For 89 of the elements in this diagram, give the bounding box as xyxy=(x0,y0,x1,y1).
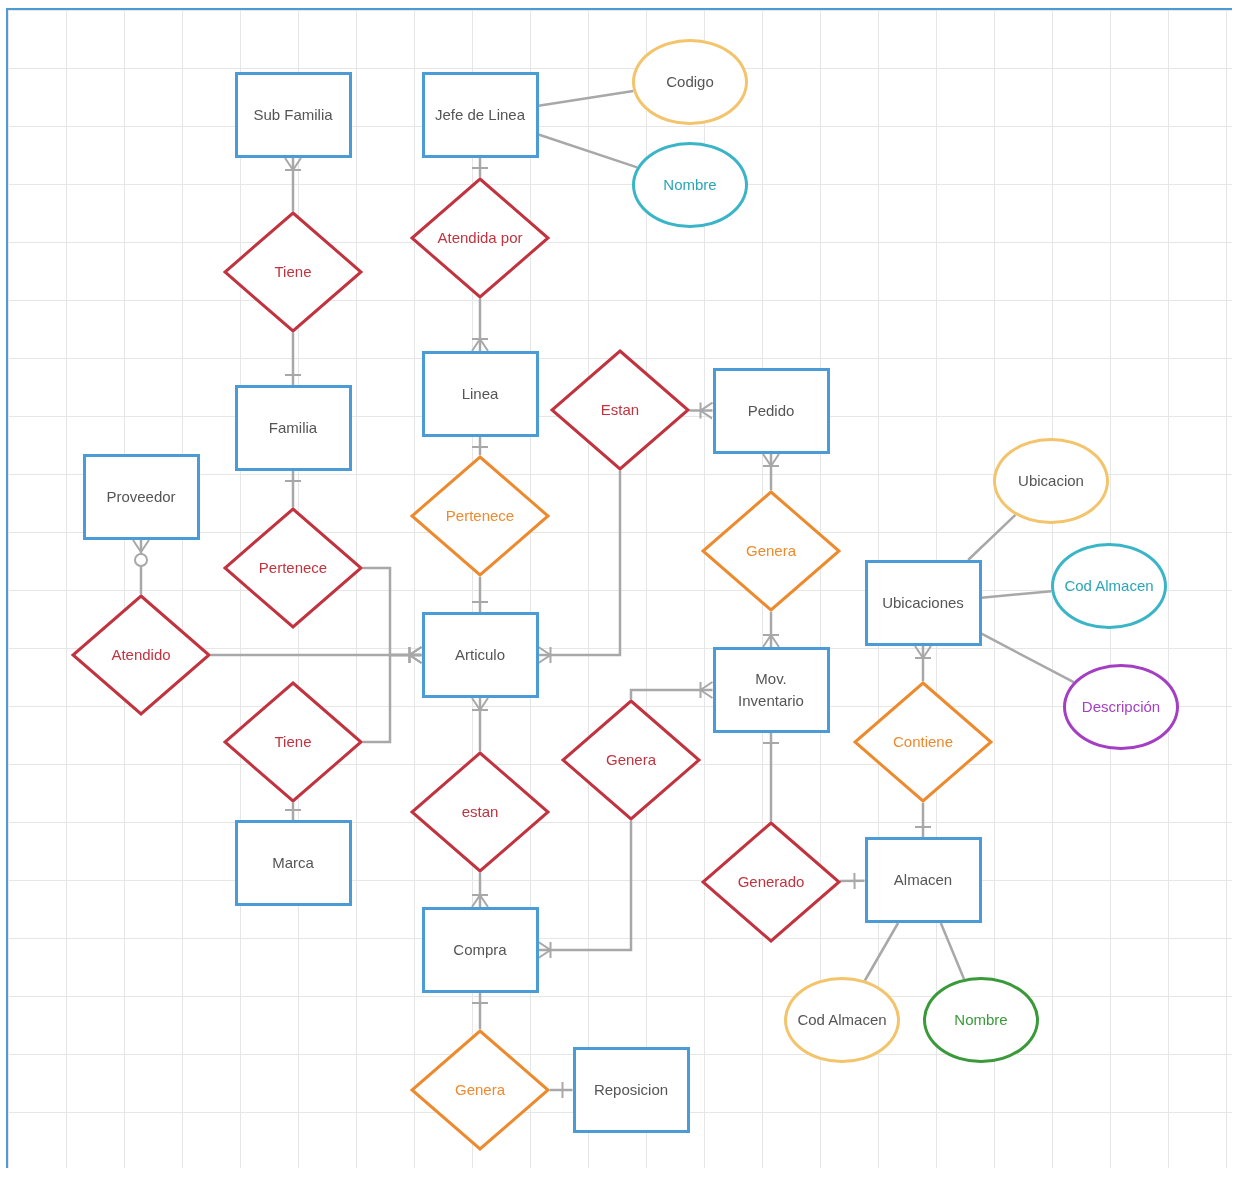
entity-label: Proveedor xyxy=(106,487,176,507)
connector-line xyxy=(284,471,302,507)
connector-line xyxy=(471,697,489,751)
connector-line xyxy=(471,577,489,612)
relationship-diamond xyxy=(71,594,211,716)
connector-line xyxy=(550,1081,573,1099)
connector-line xyxy=(132,539,150,594)
relationship-label: Atendido xyxy=(111,645,171,665)
relationship-label: Generado xyxy=(737,872,805,892)
entity-label: Reposicion xyxy=(593,1080,669,1100)
relationship-label: Contiene xyxy=(892,732,953,752)
entity-label: Familia xyxy=(268,418,318,438)
relationship-label: Pertenece xyxy=(445,506,515,526)
entity-label: Ubicaciones xyxy=(882,593,964,613)
relationship-label: Genera xyxy=(605,750,656,770)
connector-line xyxy=(967,514,1017,561)
attribute-label: Cod Almacen xyxy=(1064,576,1154,596)
connector-line xyxy=(471,299,489,352)
relationship-label: Genera xyxy=(454,1080,505,1100)
connector-line xyxy=(538,89,634,108)
relationship-diamond xyxy=(223,507,363,629)
connector-line xyxy=(762,453,780,490)
connector-line xyxy=(762,733,780,821)
connector-line xyxy=(471,873,489,908)
entity-box xyxy=(712,368,830,454)
relationship-label: Tiene xyxy=(274,732,312,752)
connector-line xyxy=(284,333,302,385)
entity-box xyxy=(234,820,352,906)
attribute-label: Cod Almacen xyxy=(797,1010,887,1030)
entity-label: Mov. Inventario xyxy=(737,669,805,711)
relationship-label: Atendida por xyxy=(437,228,523,248)
entity-box xyxy=(421,72,539,158)
relationship-label: Genera xyxy=(745,541,796,561)
entity-box xyxy=(421,612,539,698)
connector-line xyxy=(840,871,865,890)
attribute-label: Nombre xyxy=(663,175,717,195)
entity-box xyxy=(421,351,539,437)
entity-box xyxy=(234,385,352,471)
connector-line xyxy=(537,471,622,664)
connector-line xyxy=(538,133,638,169)
relationship-diamond xyxy=(853,681,993,803)
connector-line xyxy=(914,803,932,837)
attribute-label: Nombre xyxy=(954,1010,1008,1030)
relationship-label: Pertenece xyxy=(258,558,328,578)
entity-label: Linea xyxy=(461,384,499,404)
entity-label: Articulo xyxy=(455,645,505,665)
relationship-diamond xyxy=(410,455,550,577)
entity-box xyxy=(864,837,982,923)
connector-line xyxy=(762,612,780,648)
connector-line xyxy=(537,821,633,959)
entity-label: Almacen xyxy=(893,870,953,890)
connector-line xyxy=(939,922,966,980)
attribute-label: Ubicacion xyxy=(1018,471,1084,491)
connector-line xyxy=(471,993,489,1029)
relationship-diamond xyxy=(701,490,841,612)
relationship-label: Tiene xyxy=(274,262,312,282)
connector-line xyxy=(284,803,302,820)
relationship-diamond xyxy=(223,211,363,333)
relationship-diamond xyxy=(550,349,690,471)
connector-line xyxy=(471,437,489,455)
attribute-ellipse xyxy=(993,438,1109,524)
entity-box xyxy=(421,907,539,993)
entity-label: Marca xyxy=(272,853,314,873)
entity-box xyxy=(82,454,200,540)
entity-box xyxy=(864,560,982,646)
connector-line xyxy=(471,158,489,177)
connector-line xyxy=(363,646,423,744)
connector-line xyxy=(284,157,302,211)
attribute-label: Codigo xyxy=(666,72,714,92)
relationship-label: Estan xyxy=(600,400,640,420)
relationship-diamond xyxy=(223,681,363,803)
entity-box xyxy=(234,72,352,158)
relationship-diamond xyxy=(561,699,701,821)
connector-line xyxy=(981,590,1052,599)
connector-line xyxy=(914,645,932,681)
relationship-diamond xyxy=(410,177,550,299)
connector-line xyxy=(689,401,714,420)
entity-box xyxy=(712,647,830,733)
relationship-diamond xyxy=(701,821,841,943)
entity-label: Pedido xyxy=(747,401,795,421)
relationship-label: estan xyxy=(461,802,499,822)
attribute-label: Descripción xyxy=(1081,697,1161,717)
entity-label: Jefe de Linea xyxy=(434,105,526,125)
entity-label: Sub Familia xyxy=(253,105,333,125)
relationship-diamond xyxy=(410,751,550,873)
entity-box xyxy=(572,1047,690,1133)
entity-label: Compra xyxy=(453,940,507,960)
connector-line xyxy=(629,681,714,699)
relationship-diamond xyxy=(410,1029,550,1151)
